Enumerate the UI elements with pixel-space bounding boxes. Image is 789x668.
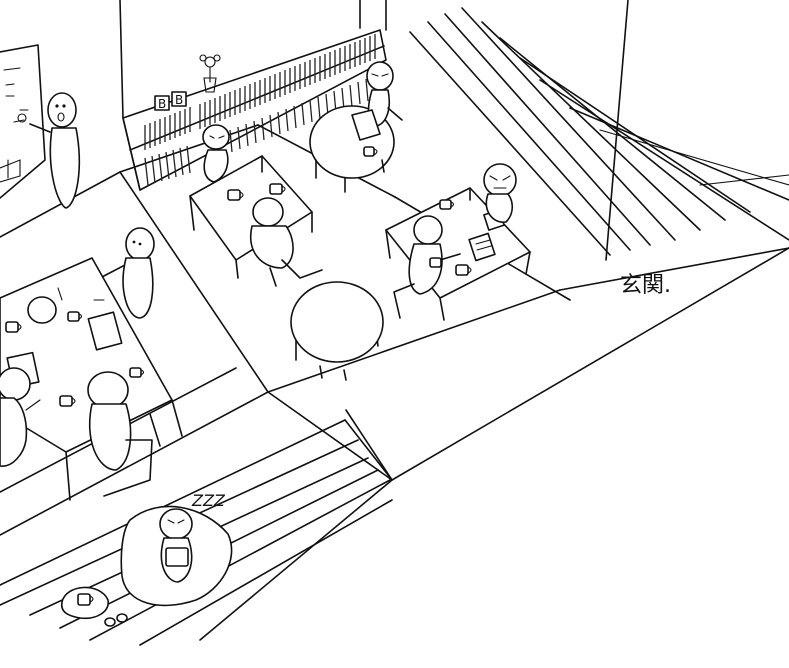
person-figure-seated: [251, 198, 322, 286]
room-walls: [0, 0, 628, 535]
coffee-cup-icon: [364, 147, 377, 156]
entrance-label: 玄関.: [620, 273, 671, 298]
shelf-bin-2: B: [172, 92, 186, 107]
person-figure-seated-mid: [88, 372, 152, 496]
person-figure-back: [394, 216, 460, 318]
coffee-cup-icon: [430, 200, 471, 275]
person-figure-standing: [123, 228, 154, 318]
person-figure-teacher: [30, 93, 79, 208]
coffee-cup-icon: [228, 184, 285, 200]
table-center: [190, 156, 312, 278]
shelf-bin-1: B: [155, 96, 169, 111]
person-figure-seated-left: [0, 368, 40, 466]
table-left: [0, 258, 182, 500]
flower-icon: [200, 55, 220, 92]
person-figure-writer: [203, 125, 229, 182]
round-table-front: [291, 282, 383, 380]
svg-text:B: B: [175, 93, 183, 107]
svg-text:B: B: [158, 97, 166, 111]
bookshelf: B B: [123, 30, 386, 190]
person-figure-reader: [352, 62, 402, 140]
whiteboard: [0, 45, 45, 198]
coffee-cup-icon: [6, 312, 144, 406]
stairs-upper-right: [410, 8, 789, 255]
person-figure-grumpy: [484, 164, 516, 222]
coffee-cup-icon: [62, 587, 127, 626]
svg-text:ZZZ: ZZZ: [191, 491, 226, 510]
person-figure-sleeping: ZZZ: [121, 491, 231, 605]
